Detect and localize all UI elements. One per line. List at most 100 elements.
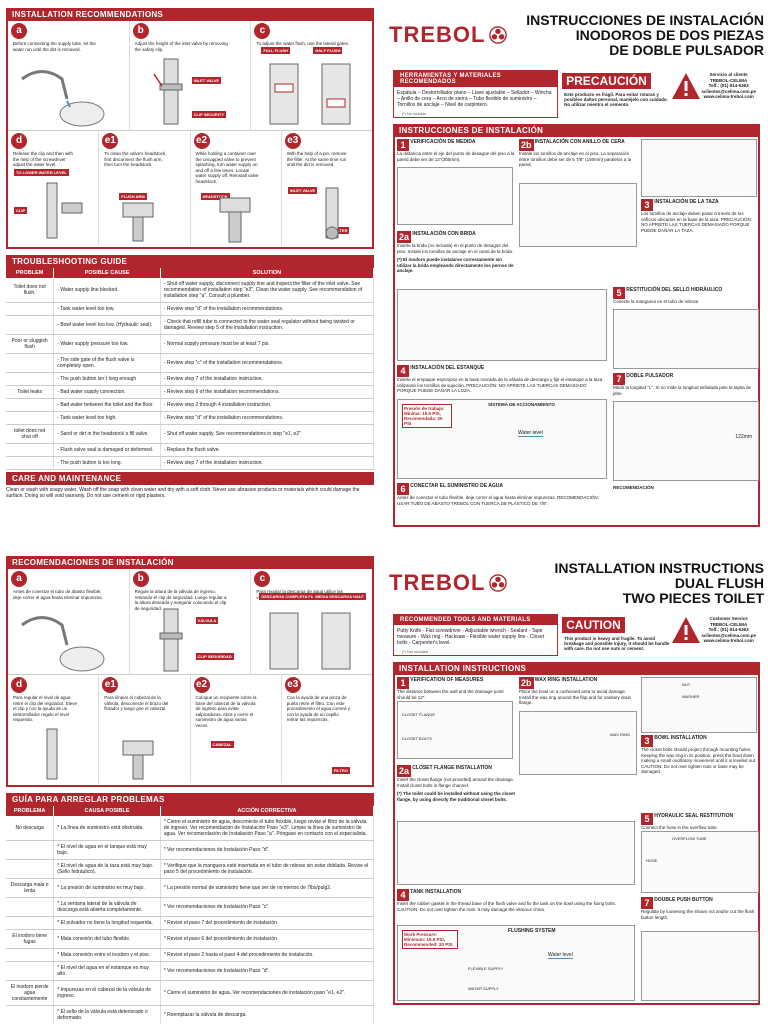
step-text: Instale los tornillos de anclaje en el p… (519, 151, 632, 167)
table-row: Descarga mala o lenta* La presión de sum… (6, 878, 375, 898)
cell-solution: - Check that refill tube is connected to… (160, 315, 375, 335)
pressure-box: Presión de trabajo: Mínima: 15.5 PSI, Re… (402, 404, 452, 428)
step-text: The distance between the wall and the dr… (397, 689, 504, 700)
recommendation-label: RECOMENDACIÓN (613, 485, 654, 490)
warning-icon (672, 73, 701, 99)
step-text: Regulate by loosening the shown nut and/… (641, 909, 755, 920)
cell-solution: * Revise el paso 2 hasta el paso 4 del p… (160, 948, 375, 962)
water-supply-label: WATER SUPPLY (468, 986, 499, 991)
cell-problem (6, 916, 55, 930)
step-e3: e3 With the help of a pin, remove the fi… (282, 131, 372, 245)
troubleshooting-table: PROBLEM POSIBLE CAUSE SOLUTION Toilet do… (6, 268, 375, 470)
step-text: Regule la altura de la válvula de ingres… (134, 589, 227, 611)
cell-problem (6, 961, 55, 981)
table-row: * El pulsador no tiene la longitud reque… (6, 916, 375, 930)
step-title: TANK INSTALLATION (410, 889, 462, 895)
wax-ring-drawing: WAX RING (519, 711, 637, 775)
step-badge: d (11, 677, 27, 693)
step-badge: b (132, 23, 149, 39)
step-2b: 2b INSTALACIÓN CON ANILLO DE CERA Instal… (519, 139, 637, 168)
cust-line: TREBOL-CELIMA (710, 77, 748, 83)
step-title: INSTALACIÓN CON BRIDA (412, 231, 476, 237)
cell-problem (6, 443, 55, 457)
step-2a: 2a CLOSET FLANGE INSTALLATION Insert the… (397, 765, 515, 802)
step-text: With the help of a pin, remove the filte… (286, 151, 347, 167)
troubleshooting-table-wrap: PROBLEM POSIBLE CAUSE SOLUTION Toilet do… (6, 268, 375, 470)
cell-problem (6, 948, 55, 962)
col-cause: POSIBLE CAUSE (53, 268, 161, 278)
step-a: a Before connecting the supply tube, let… (8, 21, 130, 131)
table-row: - The push button isn´t long enough- Rev… (6, 372, 375, 386)
table-row: * El nivel de agua de la taza está muy b… (6, 859, 375, 879)
tools-and-caution: HERRAMIENTAS Y MATERIALES RECOMENDADOS E… (393, 70, 760, 118)
tools-title: RECOMMENDED TOOLS AND MATERIALS (394, 615, 558, 625)
cell-problem: Toilet leaks (6, 385, 55, 399)
step-title: VERIFICATION OF MEASURES (410, 677, 484, 683)
cell-solution: - Shut off water supply, disconnect supp… (160, 278, 375, 303)
brand-logo: TREBOL (389, 22, 508, 48)
step-e1: e1 Para limpiar el cabezal de la válvula… (99, 675, 191, 783)
cell-problem (6, 398, 55, 412)
flush-valve-drawing (269, 612, 351, 670)
clover-icon (489, 574, 508, 592)
nut-label: NUT (682, 682, 691, 687)
step-badge: a (11, 571, 27, 587)
overflow-drawing (613, 309, 759, 369)
table-row: - Bad water between the toilet and the f… (6, 398, 375, 412)
cell-problem (6, 411, 55, 425)
tank-drawing (397, 289, 607, 361)
measure-drawing: CLOSET FLANGE CLOSET BOLTS (397, 701, 513, 759)
cell-solution: - Review step 2 through 4 installation i… (160, 398, 375, 412)
troubleshooting-table-wrap: PROBLEMA CAUSA POSIBLE ACCIÓN CORRECTIVA… (6, 806, 375, 1024)
troubleshooting-title: TROUBLESHOOTING GUIDE (6, 255, 374, 268)
step-title: INSTALACIÓN CON ANILLO DE CERA (534, 139, 625, 145)
col-problem: PROBLEMA (6, 806, 55, 816)
cell-problem: No descarga (6, 816, 55, 841)
cell-solution: * Ver recomendaciones de Instalación Pas… (160, 961, 375, 981)
lower-water-label: TO LOWER WATER LEVEL (14, 169, 69, 176)
step-a: a Antes de conectar el tubo de abasto fl… (8, 569, 130, 675)
cell-solution: * Revise el paso 7 del procedimiento de … (160, 916, 375, 930)
care-text: Clean or wash with soapy water. Wash off… (6, 487, 360, 499)
step-badge: 1 (397, 677, 409, 689)
cust-line: sclientes@celima.com.pe (701, 88, 756, 94)
step-text: La distancia entre el eje del punto de d… (397, 151, 515, 162)
step-text: Before connecting the supply tube, let t… (13, 41, 96, 52)
headstock-label: HEADSTOCK (200, 193, 230, 200)
troubleshooting-table: PROBLEMA CAUSA POSIBLE ACCIÓN CORRECTIVA… (6, 806, 375, 1024)
step-text: Para limpiar el cabezal de la válvula, d… (104, 695, 169, 711)
full-flush-label: FULL FLUSH (261, 47, 290, 54)
recommendation-steps-box: a Antes de conectar el tubo de abasto fl… (6, 569, 374, 787)
spanish-instructions-panel: TREBOL INSTRUCCIONES DE INSTALACIÓN INOD… (385, 0, 768, 548)
cell-solution: * Revise el paso 6 del procedimiento de … (160, 929, 375, 949)
instructions-title: INSTALLATION INSTRUCTIONS (393, 662, 760, 675)
step-c: c Para regular la descarga de agua utili… (251, 569, 372, 675)
spanish-recommendations-panel: RECOMENDACIONES DE INSTALACIÓN a Antes d… (0, 552, 380, 1024)
full-flush-label: DESCARGA COMPLETA FULL (259, 593, 321, 600)
cell-cause: * El nivel de agua en el tanque está muy… (53, 840, 161, 860)
washer-label: WASHER (682, 694, 700, 699)
table-row: - Tank water level too high.- Review ste… (6, 411, 375, 425)
cell-cause: * Impurezas en el cabezal de la válvula … (53, 980, 161, 1006)
valve-label: VÁLVULA (195, 617, 219, 624)
clip-security-label: CLIP SECURITY (191, 111, 227, 118)
tools-and-caution: RECOMMENDED TOOLS AND MATERIALS Putty Kn… (393, 614, 760, 656)
cell-cause: - Bad water between the toilet and the f… (53, 398, 161, 412)
step-text: Con la ayuda de una pinza de punta retir… (286, 695, 351, 722)
cell-problem: El inodoro pierde agua constantemente (6, 980, 55, 1006)
cust-line: Customer Service (709, 616, 748, 621)
wax-ring-drawing (519, 183, 637, 247)
table-row: - The push button is too long.- Review s… (6, 456, 375, 470)
step-badge: 4 (397, 365, 409, 377)
filter-label: FILTER (331, 227, 350, 234)
step-text: Adjust the height of the inlet valve by … (134, 41, 228, 52)
troubleshooting-title: GUÍA PARA ARREGLAR PROBLEMAS (6, 793, 374, 806)
step-title: RESTITUCIÓN DEL SELLO HIDRÁULICO (626, 287, 723, 293)
step-badge: 5 (613, 287, 625, 299)
steps-row-2: d Release the clip and then with the hel… (8, 131, 372, 245)
step-1: 1 VERIFICACIÓN DE MEDIDA La distancia en… (397, 139, 515, 162)
cell-solution: - Shut off water supply. See recommendat… (160, 424, 375, 444)
step-title: DOBLE PULSADOR (626, 373, 674, 379)
title-line: TWO PIECES TOILET (622, 589, 764, 606)
recommendation-steps-box: a Before connecting the supply tube, let… (6, 21, 374, 249)
